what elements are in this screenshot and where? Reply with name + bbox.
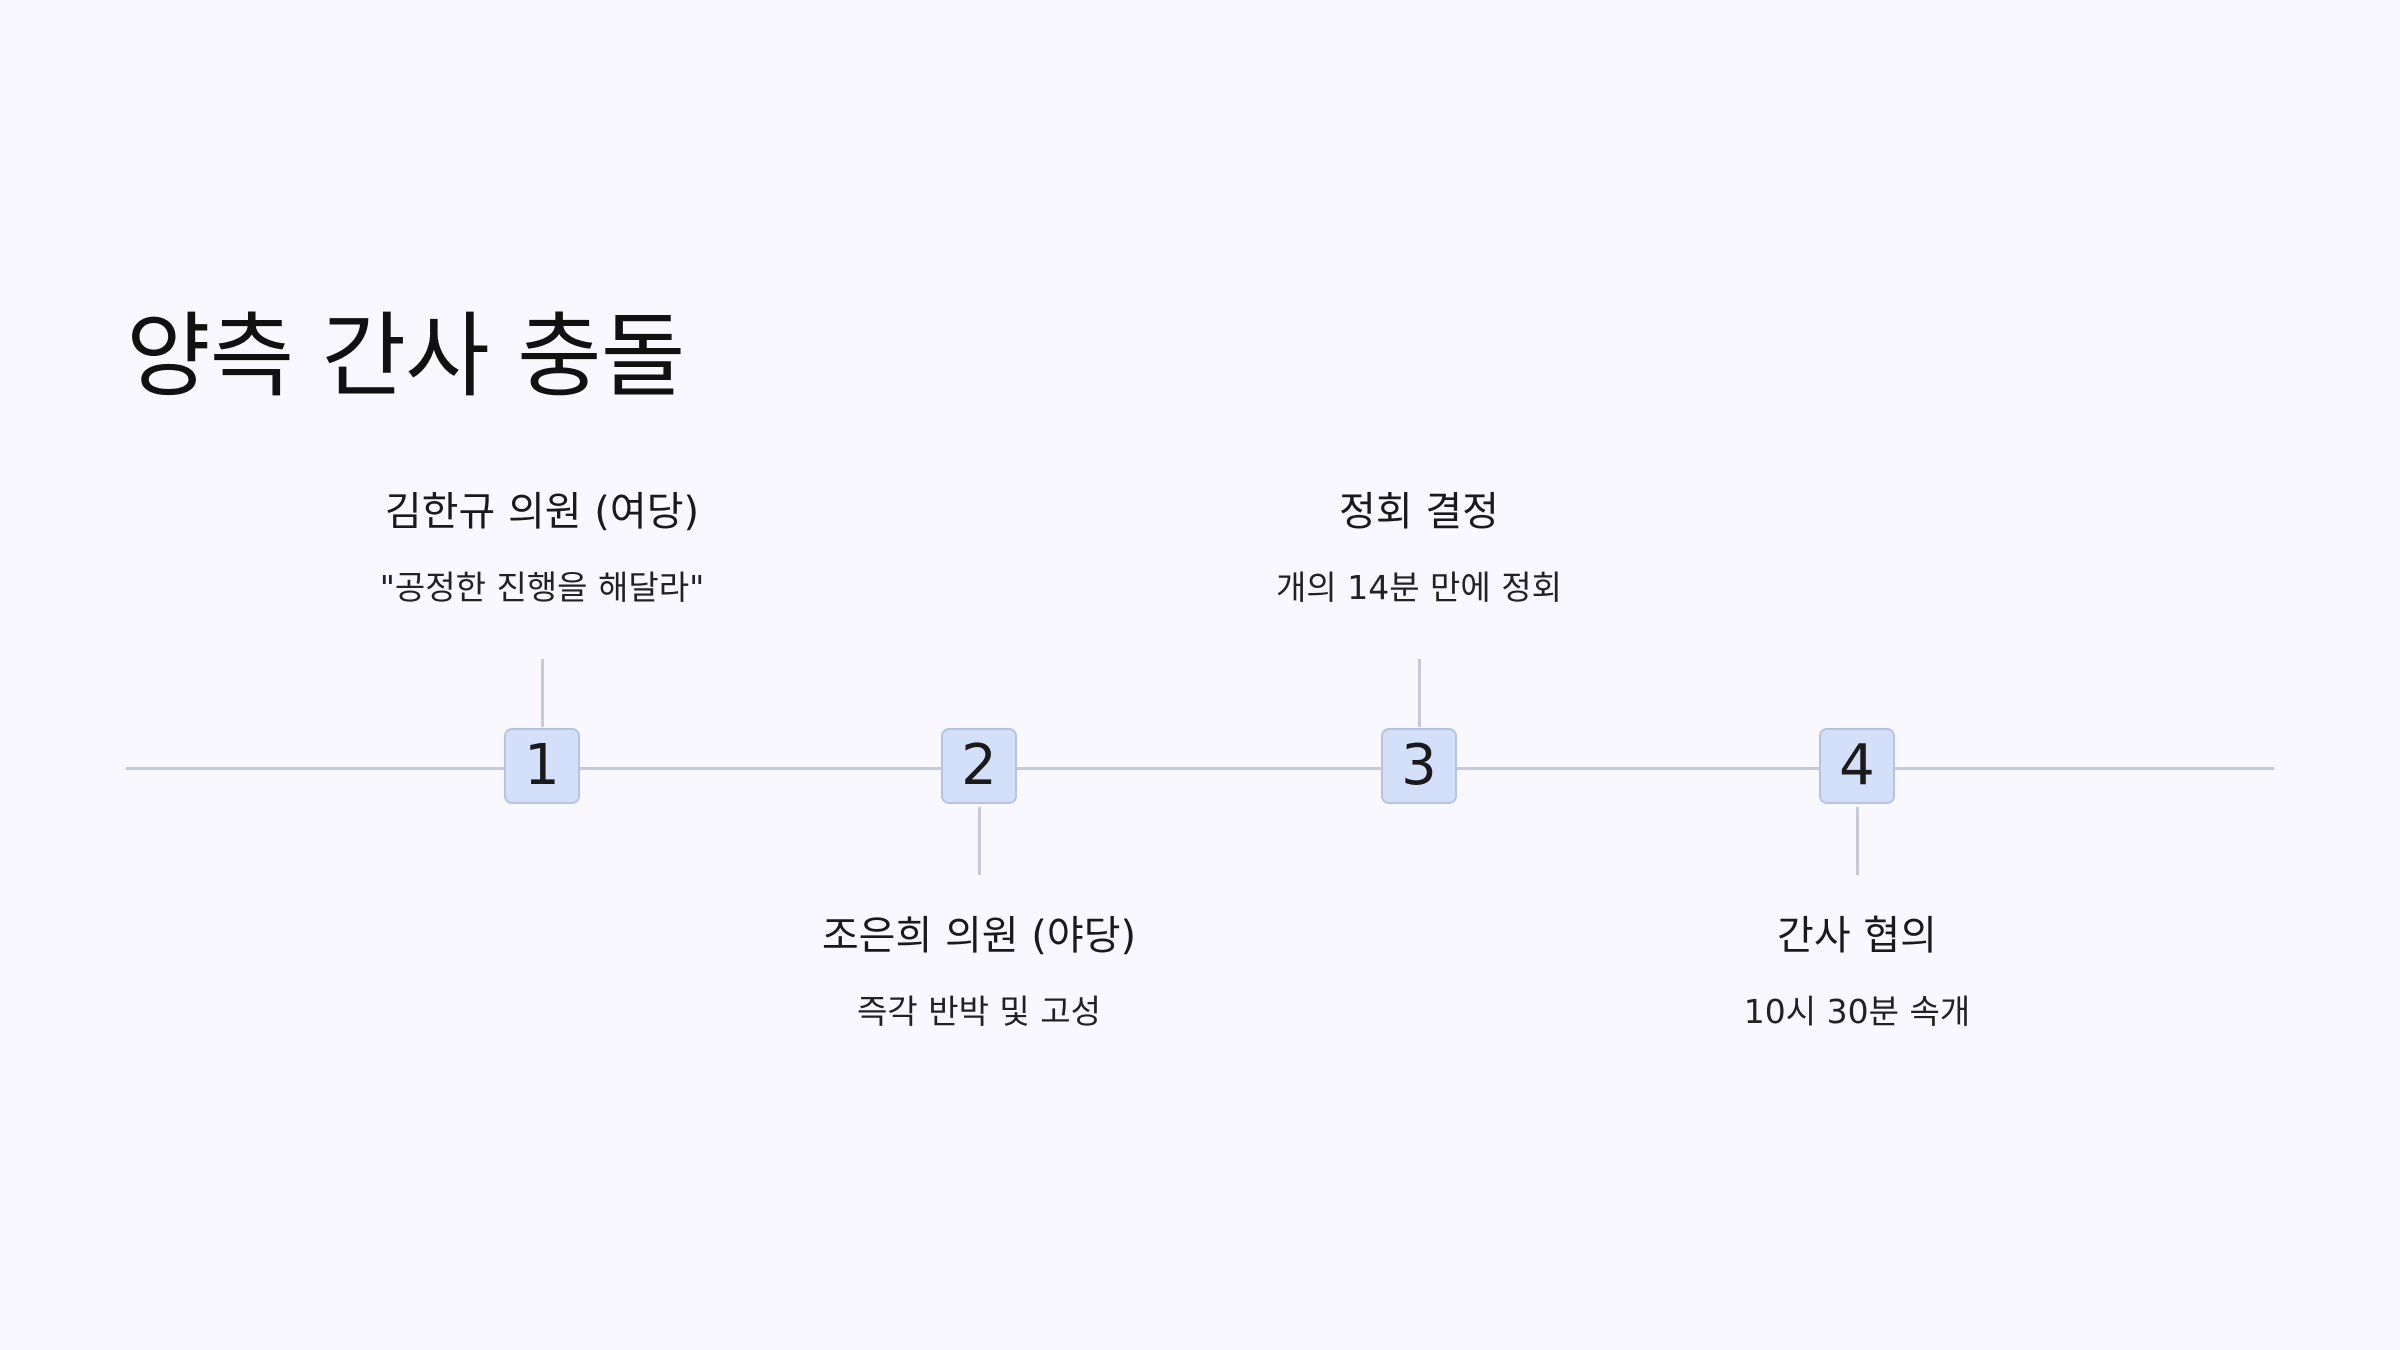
step-marker-3: 3 — [1381, 728, 1457, 804]
connector-4 — [1856, 807, 1859, 875]
event-heading-1: 김한규 의원 (여당) — [384, 489, 700, 535]
step-marker-1: 1 — [504, 728, 580, 804]
event-1: 김한규 의원 (여당) "공정한 진행을 해달라" — [262, 484, 822, 612]
event-description-1: "공정한 진행을 해달라" — [379, 568, 705, 607]
step-marker-4: 4 — [1819, 728, 1895, 804]
connector-2 — [978, 807, 981, 875]
event-2: 조은희 의원 (야당) 즉각 반박 및 고성 — [699, 908, 1259, 1036]
connector-1 — [541, 659, 544, 727]
event-heading-2: 조은희 의원 (야당) — [821, 913, 1137, 959]
event-description-2: 즉각 반박 및 고성 — [857, 992, 1101, 1031]
event-3: 정회 결정 개의 14분 만에 정회 — [1139, 484, 1699, 612]
event-heading-3: 정회 결정 — [1339, 489, 1499, 535]
event-heading-4: 간사 협의 — [1777, 913, 1937, 959]
connector-3 — [1418, 659, 1421, 727]
event-description-4: 10시 30분 속개 — [1743, 992, 1971, 1031]
event-4: 간사 협의 10시 30분 속개 — [1577, 908, 2137, 1036]
timeline-axis — [126, 767, 2274, 770]
page-title: 양측 간사 충돌 — [126, 303, 685, 410]
step-marker-2: 2 — [941, 728, 1017, 804]
event-description-3: 개의 14분 만에 정회 — [1276, 568, 1562, 607]
